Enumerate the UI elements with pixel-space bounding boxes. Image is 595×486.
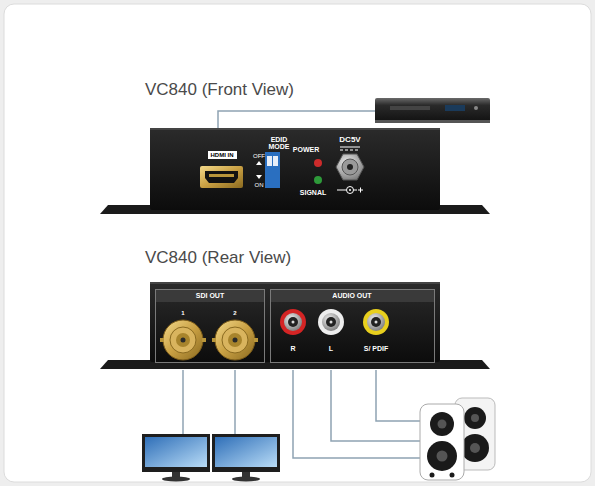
panel-label: SDI OUT <box>196 292 224 299</box>
bnc-connector <box>160 320 206 360</box>
panel-label: EDID MODE <box>265 136 293 151</box>
panel-label: AUDIO OUT <box>332 292 371 299</box>
panel-label: L <box>329 345 333 352</box>
hdmi-cable <box>218 111 375 128</box>
panel-label: POWER <box>293 146 319 153</box>
port-label: HDMI IN <box>211 152 234 158</box>
dc-jack <box>336 147 364 194</box>
signal-led <box>314 176 322 184</box>
power-led <box>314 159 322 167</box>
panel-label: S/ PDIF <box>364 345 389 352</box>
monitor <box>212 434 280 482</box>
sdi-out-panel: SDI OUT 1 2 <box>155 289 265 363</box>
view-title: VC840 (Rear View) <box>145 248 291 268</box>
frame <box>4 4 591 482</box>
panel-label: ON <box>255 182 264 188</box>
panel-label: 2 <box>233 310 236 316</box>
rca-jack <box>318 309 344 335</box>
panel-label: 1 <box>181 310 184 316</box>
panel-label: OFF <box>253 153 265 159</box>
bnc-connector <box>212 320 258 360</box>
front-housing <box>100 128 490 214</box>
speaker <box>420 404 464 480</box>
panel-label: SIGNAL <box>300 189 326 196</box>
rear-housing <box>100 282 490 369</box>
hdmi-port <box>200 166 243 188</box>
monitor <box>142 434 210 482</box>
dvd-player <box>375 98 490 123</box>
rca-jack <box>280 309 306 335</box>
front-panel: EDID MODEOFF ON POWER SIGNAL DC5V HDMI IN <box>150 128 440 210</box>
panel-label: R <box>290 345 295 352</box>
view-title: VC840 (Front View) <box>145 80 294 100</box>
audio-out-panel: AUDIO OUT R L S/ PDIF <box>270 289 435 363</box>
rca-jack <box>363 309 389 335</box>
port-label-box: HDMI IN <box>208 151 237 159</box>
panel-label: DC5V <box>339 136 360 144</box>
